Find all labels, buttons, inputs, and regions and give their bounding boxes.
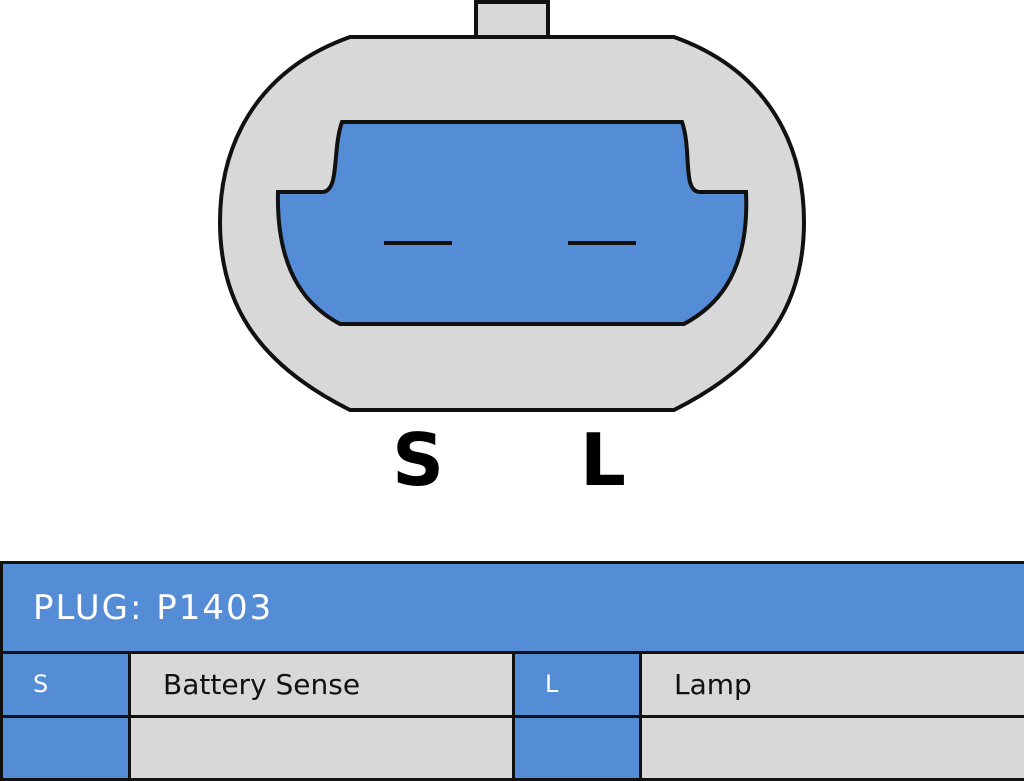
table-header-row: PLUG: P1403	[0, 560, 1024, 655]
pin-code-cell	[0, 714, 131, 781]
pin-description-cell: Battery Sense	[128, 651, 515, 718]
plug-title: PLUG: P1403	[0, 560, 1024, 655]
pin-description-cell	[128, 714, 515, 781]
connector-insert	[275, 120, 749, 326]
pin-code-cell: L	[512, 651, 642, 718]
plug-pinout-table: PLUG: P1403 S Battery Sense L Lamp	[0, 560, 1024, 781]
pin-description-cell: Lamp	[638, 651, 1024, 718]
table-row	[0, 714, 1024, 781]
pin-code-cell	[512, 714, 642, 781]
table-row: S Battery Sense L Lamp	[0, 651, 1024, 718]
pin-label-s: S	[392, 418, 444, 502]
pin-label-l: L	[580, 418, 626, 502]
connector-diagram: S L	[217, 0, 807, 502]
connector-lock-tab	[474, 0, 550, 42]
pin-code-cell: S	[0, 651, 131, 718]
pin-description-cell	[638, 714, 1024, 781]
